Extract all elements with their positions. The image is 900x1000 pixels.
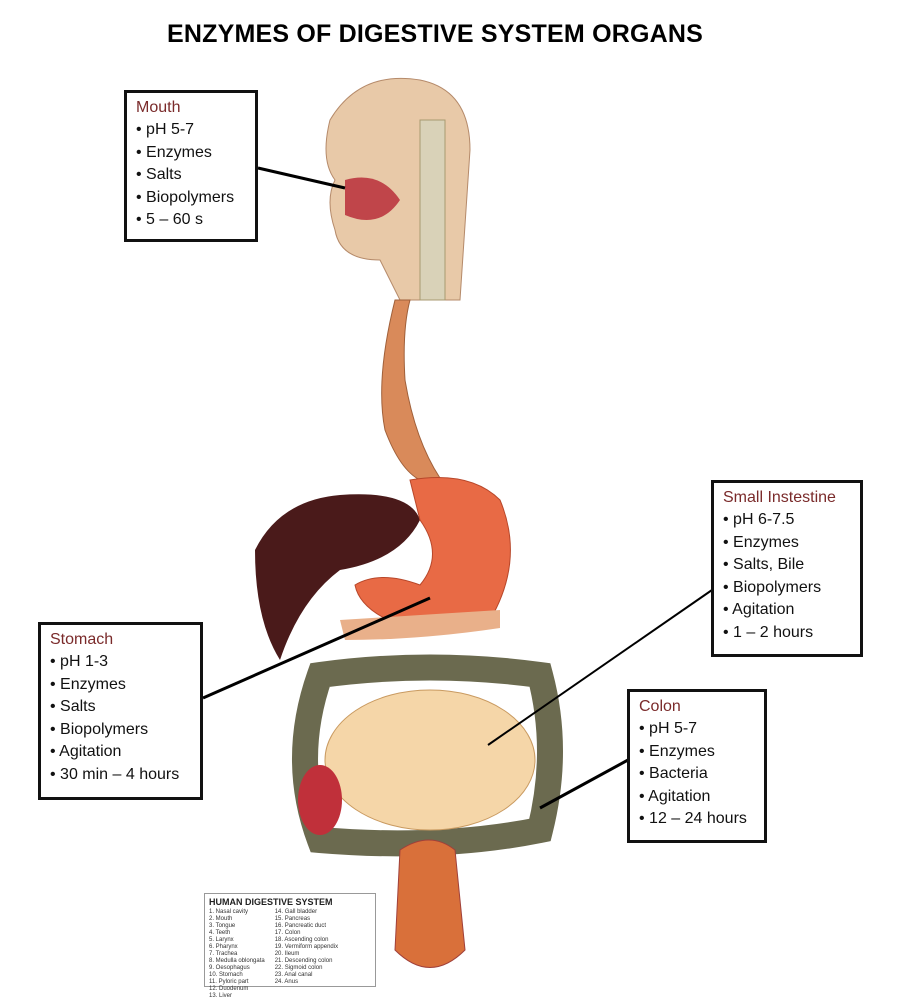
legend-item: 9. Oesophagus	[209, 965, 250, 971]
panel-heading: Small Instestine	[723, 489, 836, 506]
colon-connector	[539, 758, 629, 810]
legend-item: 19. Vermiform appendix	[274, 944, 339, 950]
pancreas	[340, 610, 500, 640]
legend-item: 1. Nasal cavity	[209, 909, 249, 915]
legend-item: 24. Anus	[274, 979, 299, 985]
legend-item: 11. Pyloric part	[209, 979, 249, 985]
legend-item: 21. Descending colon	[274, 958, 333, 964]
panel-item: Biopolymers	[723, 577, 851, 600]
panel-item: 5 – 60 s	[136, 209, 246, 232]
esophagus	[381, 299, 441, 481]
panel-item: 12 – 24 hours	[639, 808, 755, 831]
legend-item: 17. Colon	[274, 930, 301, 936]
panel-heading: Stomach	[50, 631, 114, 648]
legend-item: 16. Pancreatic duct	[274, 923, 327, 929]
spine	[419, 119, 446, 301]
colon-panel: Colon pH 5-7 Enzymes Bacteria Agitation …	[627, 689, 767, 843]
legend-item: 12. Duodenum	[209, 986, 249, 992]
panel-item: Enzymes	[136, 142, 246, 165]
panel-item: Agitation	[639, 786, 755, 809]
legend-card: HUMAN DIGESTIVE SYSTEM 1. Nasal cavity 2…	[204, 893, 376, 999]
legend-column-1: 1. Nasal cavity 2. Mouth 3. Tongue 4. Te…	[209, 909, 265, 1000]
panel-heading: Mouth	[136, 99, 181, 116]
panel-item: Bacteria	[639, 763, 755, 786]
small-intestine	[324, 689, 536, 831]
legend-item: 23. Anal canal	[274, 972, 313, 978]
stomach-panel: Stomach pH 1-3 Enzymes Salts Biopolymers…	[38, 622, 203, 800]
legend-item: 8. Medulla oblongata	[209, 958, 265, 964]
mouth-connector	[257, 166, 346, 190]
panel-item: Enzymes	[50, 674, 191, 697]
legend-item: 2. Mouth	[209, 916, 233, 922]
panel-item: Salts	[50, 696, 191, 719]
panel-item: 1 – 2 hours	[723, 622, 851, 645]
panel-item: Agitation	[50, 741, 191, 764]
panel-item: Enzymes	[723, 532, 851, 555]
small-intestine-panel: Small Instestine pH 6-7.5 Enzymes Salts,…	[711, 480, 863, 657]
liver	[255, 494, 420, 660]
legend-item: 10. Stomach	[209, 972, 243, 978]
panel-item: pH 1-3	[50, 651, 191, 674]
panel-item: pH 5-7	[639, 718, 755, 741]
caecum	[298, 765, 342, 835]
legend-item: 5. Larynx	[209, 937, 234, 943]
panel-item: Salts	[136, 164, 246, 187]
legend-item: 3. Tongue	[209, 923, 236, 929]
panel-item: 30 min – 4 hours	[50, 764, 191, 787]
panel-item: Enzymes	[639, 741, 755, 764]
mouth-panel: Mouth pH 5-7 Enzymes Salts Biopolymers 5…	[124, 90, 258, 242]
legend-item: 13. Liver	[209, 993, 233, 999]
panel-item: Biopolymers	[136, 187, 246, 210]
legend-item: 4. Teeth	[209, 930, 231, 936]
legend-item: 22. Sigmoid colon	[274, 965, 323, 971]
oral-cavity	[345, 177, 400, 220]
panel-item: Agitation	[723, 599, 851, 622]
legend-title: HUMAN DIGESTIVE SYSTEM	[209, 897, 333, 907]
legend-item: 15. Pancreas	[274, 916, 311, 922]
legend-item: 6. Pharynx	[209, 944, 238, 950]
legend-item: 14. Gall bladder	[274, 909, 318, 915]
legend-column-2: 14. Gall bladder 15. Pancreas 16. Pancre…	[275, 909, 338, 1000]
stomach-connector	[202, 596, 431, 700]
panel-item: Salts, Bile	[723, 554, 851, 577]
legend-item: 20. Ileum	[274, 951, 300, 957]
legend-item: 18. Ascending colon	[274, 937, 329, 943]
panel-item: pH 5-7	[136, 119, 246, 142]
rectum	[394, 839, 466, 968]
small-intestine-connector	[487, 589, 713, 746]
panel-item: Biopolymers	[50, 719, 191, 742]
panel-item: pH 6-7.5	[723, 509, 851, 532]
panel-heading: Colon	[639, 698, 681, 715]
legend-item: 7. Trachea	[209, 951, 238, 957]
page-title: ENZYMES OF DIGESTIVE SYSTEM ORGANS	[166, 20, 704, 48]
